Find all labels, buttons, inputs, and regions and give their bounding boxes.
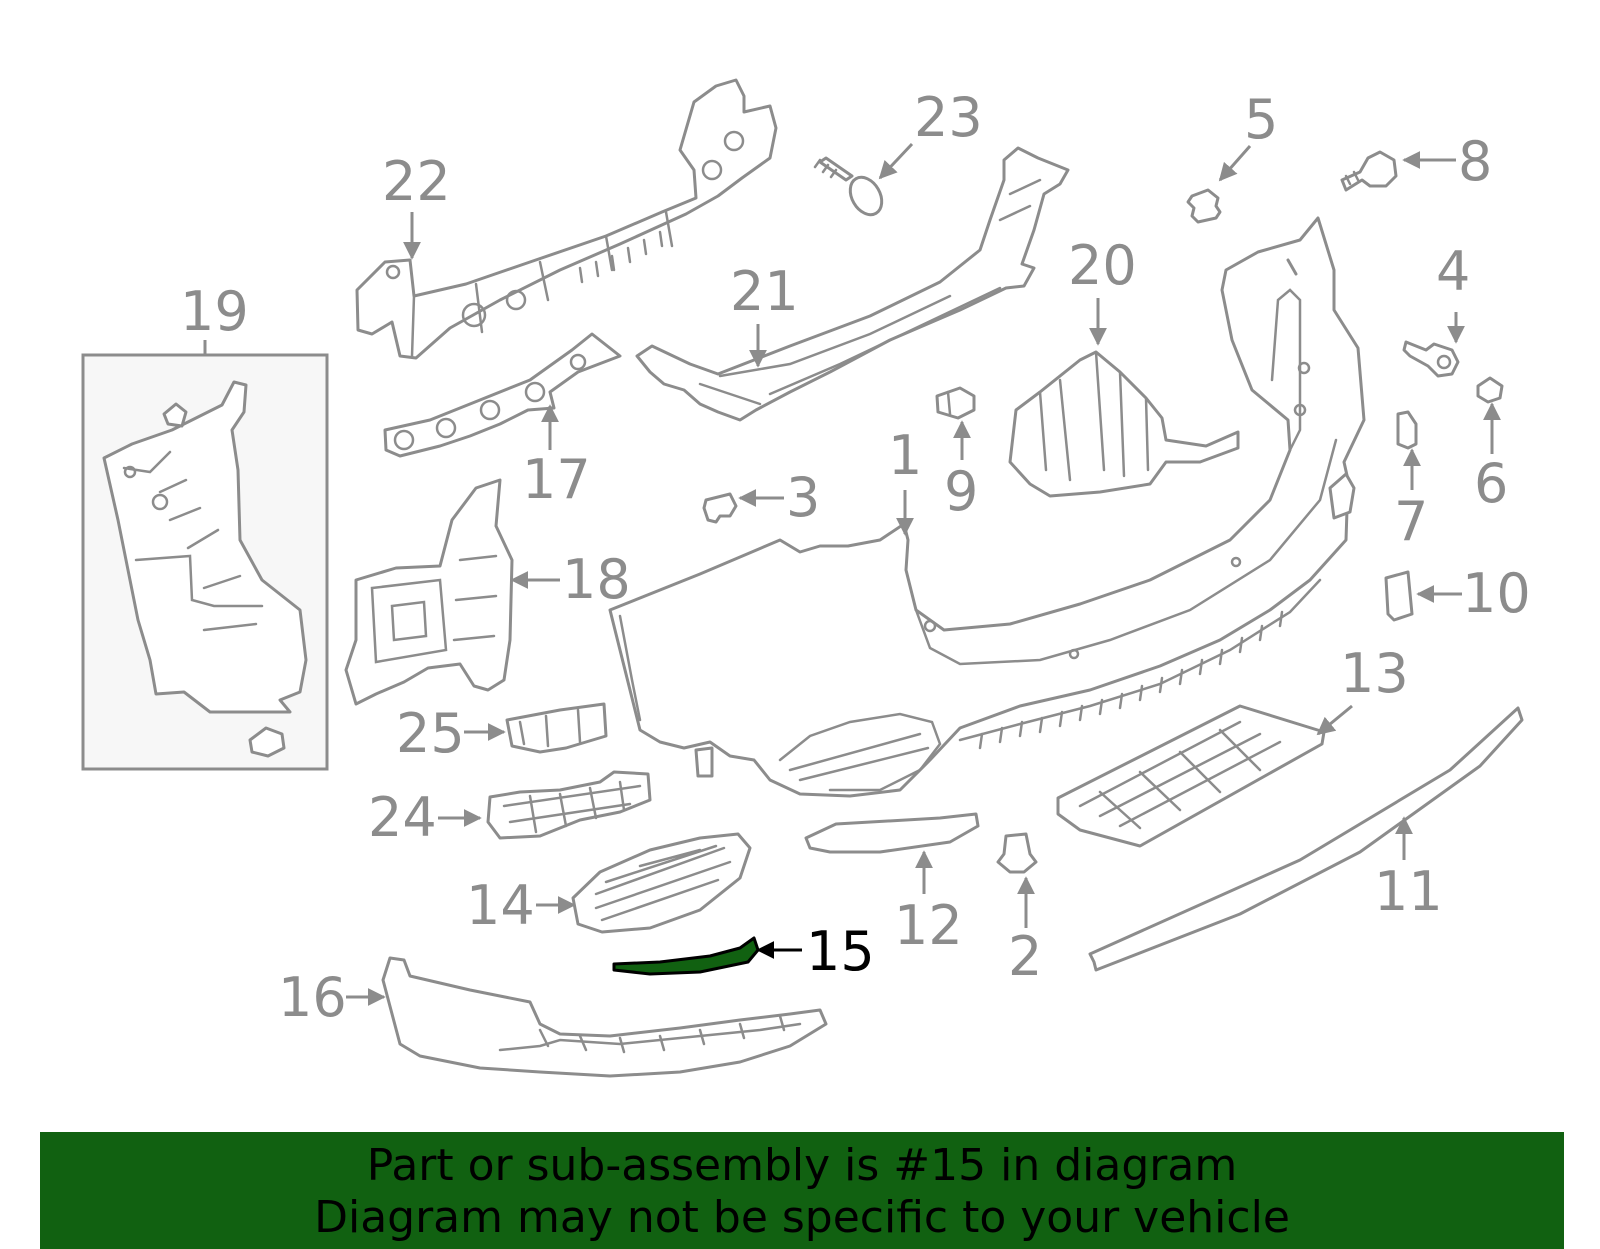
callout-15: 15 — [806, 920, 875, 983]
callout-10: 10 — [1462, 562, 1531, 625]
callout-1: 1 — [888, 424, 922, 487]
callout-12: 12 — [894, 894, 963, 957]
part-1-bumper-cover — [608, 216, 1366, 798]
callout-3: 3 — [786, 466, 820, 529]
part-8-bolt — [1340, 150, 1398, 192]
callout-2: 2 — [1008, 925, 1042, 988]
part-14-grille — [571, 832, 752, 934]
part-5-clip — [1186, 188, 1222, 224]
part-25-clip — [505, 702, 608, 754]
callout-labels: 1 2 3 4 5 6 7 8 9 10 11 12 13 14 15 16 1… — [180, 86, 1531, 1029]
part-20-bracket — [1008, 350, 1240, 498]
part-22-reinforcement — [355, 78, 778, 360]
part-11-strip — [1088, 706, 1524, 972]
part-3-push-pin — [702, 492, 738, 524]
callout-18: 18 — [562, 548, 631, 611]
callout-14: 14 — [466, 874, 535, 937]
callout-19: 19 — [180, 280, 249, 343]
callout-7: 7 — [1394, 490, 1428, 553]
part-7-reflector — [1396, 410, 1418, 450]
leader-lines — [203, 142, 1501, 1006]
part-19-inset — [81, 353, 329, 771]
callout-22: 22 — [382, 150, 451, 213]
callout-16: 16 — [278, 966, 347, 1029]
callout-25: 25 — [396, 702, 465, 765]
part-13-panel — [1056, 704, 1326, 848]
part-9-clip — [935, 386, 976, 420]
callout-4: 4 — [1436, 240, 1470, 303]
parts-diagram: 1 2 3 4 5 6 7 8 9 10 11 12 13 14 15 16 1… — [81, 78, 1531, 1078]
callout-23: 23 — [914, 86, 983, 149]
info-banner: Part or sub-assembly is #15 in diagram D… — [40, 1132, 1564, 1249]
callout-6: 6 — [1474, 452, 1508, 515]
part-6-clip — [1476, 376, 1504, 404]
callout-24: 24 — [368, 786, 437, 849]
part-17-bracket — [383, 332, 622, 458]
banner-line-part: Part or sub-assembly is #15 in diagram — [366, 1140, 1238, 1191]
callout-11: 11 — [1374, 860, 1443, 923]
callout-9: 9 — [944, 460, 978, 523]
callout-21: 21 — [730, 260, 799, 323]
banner-line-disclaimer: Diagram may not be specific to your vehi… — [314, 1192, 1290, 1243]
part-2-push-pin — [996, 832, 1038, 874]
part-23-tow-eye — [813, 156, 884, 217]
part-10-cover — [1384, 570, 1414, 622]
callout-13: 13 — [1340, 642, 1409, 705]
part-18-bracket — [344, 478, 514, 706]
callout-17: 17 — [522, 448, 591, 511]
part-4-bolt — [1402, 340, 1460, 378]
part-16-valance — [381, 956, 828, 1078]
part-12-reflector-strip — [804, 812, 980, 854]
callout-20: 20 — [1068, 234, 1137, 297]
callout-8: 8 — [1458, 130, 1492, 193]
part-15-reflector — [612, 936, 760, 976]
part-24-grille-bracket — [486, 770, 652, 840]
callout-5: 5 — [1244, 88, 1278, 151]
part-21-absorber — [635, 146, 1070, 422]
